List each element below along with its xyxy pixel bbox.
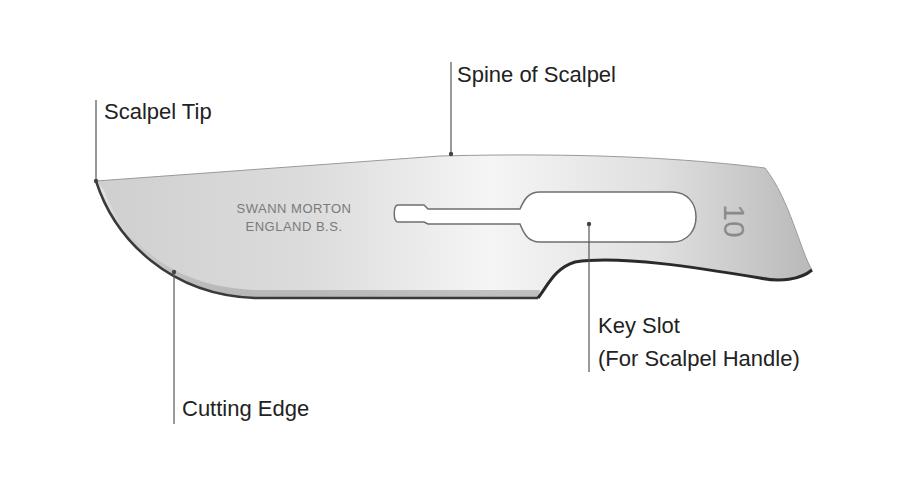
part-label: Scalpel Tip (104, 99, 212, 125)
leader-dot (587, 222, 591, 226)
leader-lines (96, 62, 589, 424)
leader-line (95, 100, 96, 179)
leader-dot (172, 270, 176, 274)
blade-number: 10 (716, 204, 752, 237)
leader-line (450, 62, 451, 153)
key-slot (394, 192, 696, 242)
part-label: Spine of Scalpel (457, 62, 616, 88)
cutting-edge-line (96, 181, 538, 298)
blade-bevel (96, 181, 540, 298)
leader-line (588, 224, 589, 372)
part-label: Cutting Edge (182, 396, 309, 422)
blade-stamp: ENGLAND B.S. (245, 219, 342, 235)
leader-line (173, 273, 174, 424)
blade-body (96, 155, 812, 298)
leader-dot (449, 152, 453, 156)
heel-edge-line (538, 260, 812, 298)
leader-dots (94, 152, 591, 274)
leader-dot (94, 179, 98, 183)
part-label: (For Scalpel Handle) (598, 346, 800, 372)
part-label: Key Slot (598, 313, 680, 339)
blade-stamp: SWANN MORTON (237, 201, 352, 217)
